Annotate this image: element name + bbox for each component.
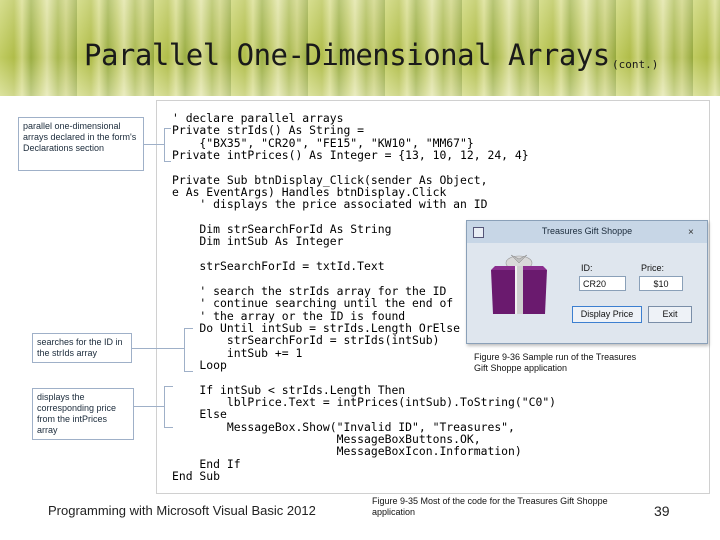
callout-bracket <box>164 386 173 428</box>
callout-declarations: parallel one-dimensional arrays declared… <box>18 117 144 171</box>
code-line: Do Until intSub = strIds.Length OrElse <box>172 320 461 335</box>
page-number: 39 <box>654 503 670 519</box>
code-line: strSearchForId = strIds(intSub) <box>172 333 440 348</box>
gift-box-image <box>491 254 547 314</box>
code-line: MessageBoxIcon.Information) <box>172 444 522 459</box>
code-line: ' continue searching until the end of <box>172 296 454 311</box>
code-line <box>172 161 556 173</box>
code-line: Dim intSub As Integer <box>172 234 344 249</box>
slide-title: Parallel One-Dimensional Arrays <box>84 38 610 72</box>
code-line: Dim strSearchForId As String <box>172 222 392 237</box>
code-figure-caption: Figure 9-35 Most of the code for the Tre… <box>372 496 608 517</box>
code-line: Loop <box>172 357 227 372</box>
window-title: Treasures Gift Shoppe <box>541 226 633 236</box>
display-price-button[interactable]: Display Price <box>572 306 642 323</box>
code-line: Else <box>172 407 227 422</box>
callout-bracket <box>184 328 193 372</box>
id-label: ID: <box>581 263 593 273</box>
callout-connector <box>144 144 164 145</box>
title-banner <box>0 0 720 96</box>
exit-button[interactable]: Exit <box>648 306 692 323</box>
callout-connector <box>132 348 184 349</box>
code-line: Private intPrices() As Integer = {13, 10… <box>172 148 529 163</box>
callout-search: searches for the ID in the strIds array <box>32 333 132 363</box>
footer-course-title: Programming with Microsoft Visual Basic … <box>48 503 316 518</box>
code-line: ' the array or the ID is found <box>172 308 406 323</box>
callout-connector <box>134 406 164 407</box>
code-line: MessageBoxButtons.OK, <box>172 431 481 446</box>
window-title-bar[interactable] <box>467 221 707 243</box>
code-line: intSub += 1 <box>172 345 303 360</box>
code-line: ' displays the price associated with an … <box>172 197 488 212</box>
code-line: End If <box>172 456 241 471</box>
price-label: Price: <box>641 263 665 273</box>
code-line: ' declare parallel arrays <box>172 111 344 125</box>
window-figure-caption: Figure 9-36 Sample run of the Treasures … <box>474 352 637 373</box>
code-line: e As EventArgs) Handles btnDisplay.Click <box>172 185 447 200</box>
code-line: ' search the strIds array for the ID <box>172 283 447 298</box>
code-line: Private Sub btnDisplay_Click(sender As O… <box>172 172 488 187</box>
code-line: MessageBox.Show("Invalid ID", "Treasures… <box>172 419 515 434</box>
callout-display-price: displays the corresponding price from th… <box>32 388 134 440</box>
code-line: If intSub < strIds.Length Then <box>172 382 406 397</box>
app-icon <box>473 227 484 238</box>
code-line: End Sub <box>172 468 221 483</box>
code-line: {"BX35", "CR20", "FE15", "KW10", "MM67"} <box>172 135 474 150</box>
close-icon[interactable]: × <box>688 227 694 238</box>
price-display: $10 <box>639 276 683 291</box>
callout-bracket <box>164 128 171 162</box>
slide-title-suffix: (cont.) <box>612 58 659 71</box>
code-line: Private strIds() As String = <box>172 123 365 138</box>
code-line: strSearchForId = txtId.Text <box>172 259 385 274</box>
id-input[interactable]: CR20 <box>579 276 626 291</box>
code-line: lblPrice.Text = intPrices(intSub).ToStri… <box>172 394 557 409</box>
